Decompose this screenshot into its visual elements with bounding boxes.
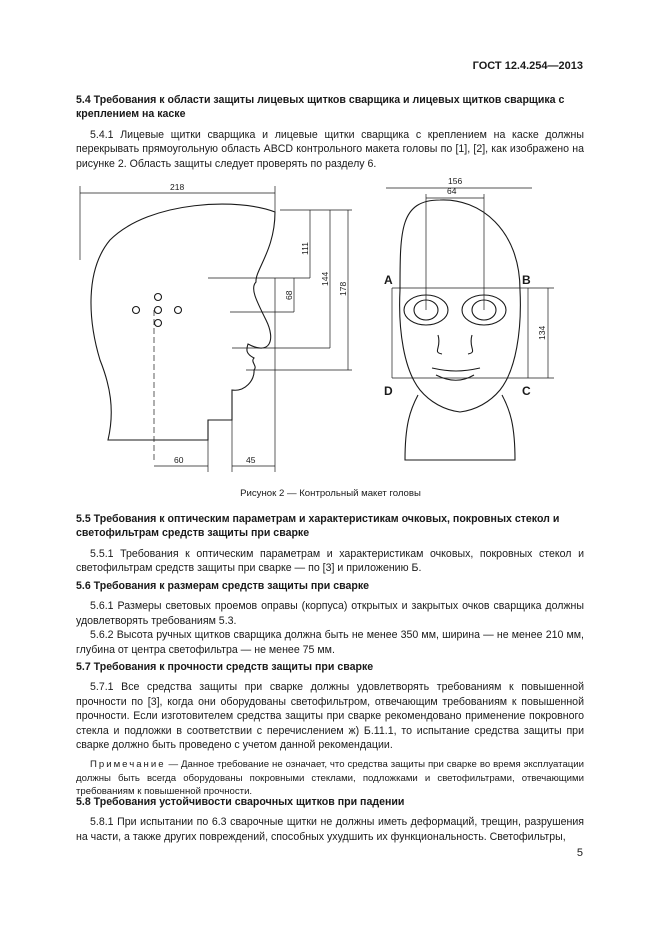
note-label: Примечание xyxy=(90,759,166,771)
dim-178: 178 xyxy=(338,282,348,296)
section-heading: 5.7 Требования к прочности средств защит… xyxy=(76,661,374,673)
paragraph: 5.5.1 Требования к оптическим параметрам… xyxy=(76,547,584,575)
page-number: 5 xyxy=(576,847,583,859)
section-heading: 5.5 Требования к оптическим параметрам и… xyxy=(76,513,560,540)
dim-68: 68 xyxy=(284,290,294,300)
head-model-figure: 218 68 111 144 178 60 45 156 64 134 A B … xyxy=(79,176,554,472)
document-id: ГОСТ 12.4.254—2013 xyxy=(472,60,583,72)
figure-caption: Рисунок 2 — Контрольный макет головы xyxy=(240,488,421,499)
note-text: — Данное требование не означает, что сре… xyxy=(76,759,585,797)
section-heading: 5.4 Требования к области защиты лицевых … xyxy=(76,94,565,121)
dim-156: 156 xyxy=(448,176,462,186)
paragraph: 5.8.1 При испытании по 6.3 сварочные щит… xyxy=(76,816,584,843)
corner-label-c: C xyxy=(522,384,531,398)
corner-label-d: D xyxy=(384,384,393,398)
section-heading: 5.8 Требования устойчивости сварочных щи… xyxy=(76,796,405,808)
section-5-7: 5.7 Требования к прочности средств защит… xyxy=(76,660,584,798)
front-head-outline xyxy=(399,199,521,413)
dim-218: 218 xyxy=(170,182,184,192)
front-neck-outline xyxy=(404,394,516,461)
corner-label-b: B xyxy=(522,273,531,287)
section-heading: 5.6 Требования к размерам средств защиты… xyxy=(76,580,370,592)
corner-label-a: A xyxy=(384,273,393,287)
dim-64: 64 xyxy=(447,186,457,196)
section-5-4: 5.4 Требования к области защиты лицевых … xyxy=(76,93,584,171)
paragraph: 5.7.1 Все средства защиты при сварке дол… xyxy=(76,681,584,752)
dim-45: 45 xyxy=(246,455,256,465)
dim-60: 60 xyxy=(174,455,184,465)
dim-134: 134 xyxy=(537,326,547,340)
side-head-outline xyxy=(90,203,276,441)
note: Примечание — Данное требование не означа… xyxy=(76,758,584,798)
paragraph: 5.4.1 Лицевые щитки сварщика и лицевые щ… xyxy=(76,128,584,170)
section-5-5: 5.5 Требования к оптическим параметрам и… xyxy=(76,512,584,576)
dim-144: 144 xyxy=(320,272,330,286)
paragraph: 5.6.1 Размеры световых проемов оправы (к… xyxy=(76,600,584,627)
dim-111: 111 xyxy=(300,242,310,255)
paragraph: 5.6.2 Высота ручных щитков сварщика долж… xyxy=(76,629,584,656)
section-5-6: 5.6 Требования к размерам средств защиты… xyxy=(76,579,584,657)
section-5-8: 5.8 Требования устойчивости сварочных щи… xyxy=(76,795,584,844)
